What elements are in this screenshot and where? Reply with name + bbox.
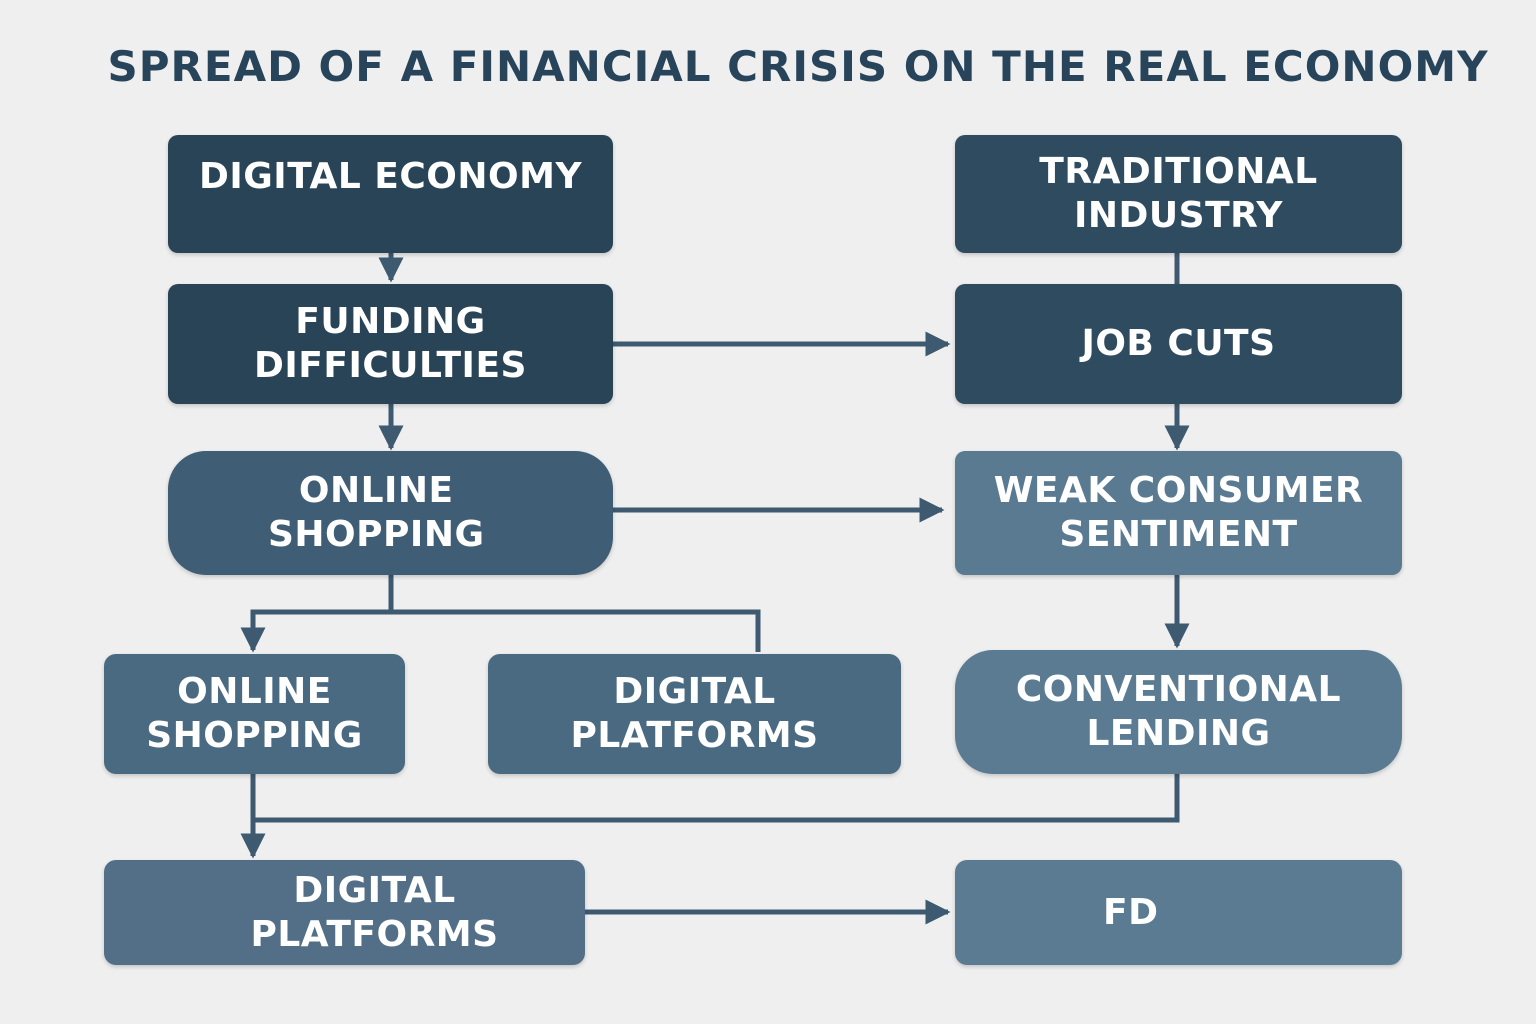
node-fd: FD [955,860,1402,965]
branch-online-shopping-split [240,575,394,653]
node-digital-platforms-sub: DIGITAL PLATFORMS [488,654,901,774]
branch-to-digital-platforms [391,609,761,652]
diagram-title: SPREAD OF A FINANCIAL CRISIS ON THE REAL… [107,42,1489,91]
node-weak-consumer-sentiment: WEAK CONSUMER SENTIMENT [955,451,1402,575]
node-job-cuts: JOB CUTS [955,284,1402,404]
node-traditional-industry: TRADITIONAL INDUSTRY [955,135,1402,253]
node-conventional-lending: CONVENTIONAL LENDING [955,650,1402,774]
node-digital-economy: DIGITAL ECONOMY [168,135,613,253]
node-online-shopping-sub: ONLINE SHOPPING [104,654,405,774]
node-digital-platforms-bottom: DIGITAL PLATFORMS [104,860,585,965]
merge-conventional-lending [253,774,1180,823]
node-online-shopping-main: ONLINE SHOPPING [168,451,613,575]
node-funding-difficulties: FUNDING DIFFICULTIES [168,284,613,404]
